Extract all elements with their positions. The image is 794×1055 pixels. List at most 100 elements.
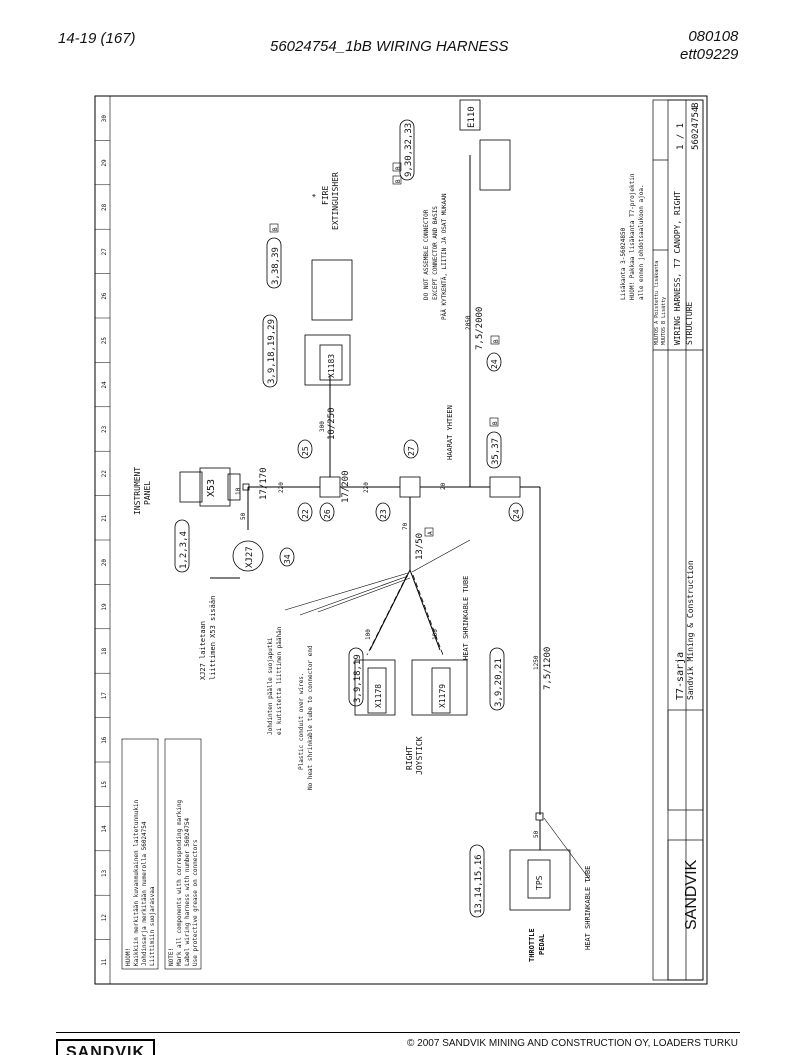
pin-label-fire: 3,38,39 bbox=[271, 247, 281, 285]
instrument-panel-label-2: PANEL bbox=[143, 481, 152, 505]
heat-tube-label-2: HEAT SHRINKABLE TUBE bbox=[584, 866, 592, 950]
wire-7-5-1200: 7,5/1200 bbox=[543, 647, 553, 690]
throttle-pedal-label-1: THROTTLE bbox=[528, 928, 536, 962]
right-joystick-label-1: RIGHT bbox=[405, 746, 414, 770]
wire-10-250: 10/250 bbox=[327, 407, 337, 440]
grid-number: 22 bbox=[101, 470, 108, 478]
footer-copyright: © 2007 SANDVIK MINING AND CONSTRUCTION O… bbox=[407, 1038, 738, 1049]
pin-label-e110: 9,30,32,33 bbox=[404, 123, 414, 177]
header-codes: 080108 ett09229 bbox=[680, 28, 738, 64]
grid-number: 29 bbox=[101, 159, 108, 167]
len-100b: 100 bbox=[432, 629, 439, 640]
ref-24a: 24 bbox=[512, 509, 521, 519]
notes-en-line-2: Label wiring harness with number 5602475… bbox=[184, 818, 191, 966]
pin-label-tps: 13,14,15,16 bbox=[474, 854, 484, 914]
notes-en-title: NOTE! bbox=[168, 948, 175, 966]
ref-23: 23 bbox=[379, 509, 388, 519]
page-title: 56024754_1bB WIRING HARNESS bbox=[270, 38, 509, 55]
rev-row-a: MUUTOS A Poistettu lisäkanta bbox=[654, 261, 660, 345]
grid-number: 26 bbox=[101, 292, 108, 300]
len-50a: 50 bbox=[240, 512, 247, 520]
ref-34: 34 bbox=[283, 554, 292, 564]
wires bbox=[210, 155, 541, 850]
len-300: 300 bbox=[319, 421, 326, 432]
drawing-rev: B bbox=[691, 103, 701, 108]
grid-number: 17 bbox=[101, 692, 108, 700]
title-series: T7-sarja bbox=[675, 652, 686, 700]
ref-22: 22 bbox=[301, 509, 310, 519]
connector-x1179 bbox=[411, 659, 468, 716]
ref-circles bbox=[279, 352, 524, 567]
mark-b5: B bbox=[492, 421, 499, 425]
grid-number: 23 bbox=[101, 425, 108, 433]
mark-b3: B bbox=[395, 166, 402, 170]
square-marks bbox=[269, 162, 500, 537]
conduit-en-2: No heat shrinkable tube to connector end bbox=[307, 645, 314, 790]
grid-number: 24 bbox=[101, 381, 108, 389]
connector-tps bbox=[509, 812, 571, 911]
x1179-label: X1179 bbox=[438, 684, 447, 708]
grid-number: 15 bbox=[101, 781, 108, 789]
grid-number: 16 bbox=[101, 736, 108, 744]
grid-number: 14 bbox=[101, 825, 108, 833]
rev-row-b: MUUTOS B Lisätty bbox=[661, 297, 667, 345]
x53-label: X53 bbox=[206, 479, 217, 497]
fire-extinguisher-label-2: FIRE bbox=[321, 186, 330, 205]
ref-26: 26 bbox=[323, 509, 332, 519]
right-joystick-label-2: JOYSTICK bbox=[415, 736, 424, 775]
grid-number: 30 bbox=[101, 115, 108, 123]
grid-number: 18 bbox=[101, 647, 108, 655]
connector-x1183 bbox=[304, 259, 353, 386]
title-company: Sandvik Mining & Construction bbox=[686, 560, 695, 700]
notes-fi-line-1: Kaikkiin merkitään kuvanmukainen laitetu… bbox=[133, 799, 140, 966]
haarat-label: HAARAT YHTEEN bbox=[446, 405, 454, 460]
notes-fi-title: HUOM! bbox=[125, 948, 132, 966]
conduit-en-1: Plastic conduit over wires. bbox=[298, 672, 305, 770]
xj27-note-2: liittimen X53 sisään bbox=[209, 596, 217, 680]
do-not-assemble-3: PÄÄ KYTKENTÄ, LIITIN JA OSAT MUKAAN bbox=[441, 193, 448, 320]
xj27-label: XJ27 bbox=[245, 546, 255, 568]
grid-number: 20 bbox=[101, 559, 108, 567]
len-100a: 100 bbox=[365, 629, 372, 640]
drawing-number: 56024754 bbox=[691, 107, 701, 150]
extra-note-3: alle ennen johdotsaalukoon ajoa. bbox=[638, 184, 645, 300]
page-reference: 14-19 (167) bbox=[58, 30, 136, 47]
do-not-assemble-2: EXCEPT CONNECTOR AND BASIS bbox=[432, 206, 439, 300]
len-70: 70 bbox=[402, 522, 409, 530]
pin-label-x1179: 3,9,20,21 bbox=[494, 658, 504, 707]
extra-note-2: HUOM! Pakkaa lisäkanta T7-projektin bbox=[629, 173, 636, 300]
notes-fi-line-3: Liittimiin suojarasvaa bbox=[149, 886, 156, 966]
wire-7-5-2000: 7,5/2000 bbox=[475, 307, 485, 350]
title-logo: SANDVIK bbox=[683, 859, 700, 930]
heat-tube-label-1: HEAT SHRINKABLE TUBE bbox=[462, 576, 470, 660]
doc-code: ett09229 bbox=[680, 46, 739, 63]
grid-number: 19 bbox=[101, 603, 108, 611]
grid-number: 25 bbox=[101, 337, 108, 345]
wire-17-170: 17/170 bbox=[259, 467, 269, 500]
len-10: 10 bbox=[235, 487, 242, 495]
mark-b2: B bbox=[395, 179, 402, 183]
xj27-note-1: XJ27 laitetaan bbox=[199, 621, 207, 680]
drawing-title: WIRING HARNESS, T7 CANOPY, RIGHT bbox=[673, 191, 682, 345]
connector-x1178 bbox=[354, 659, 396, 716]
tps-label: TPS bbox=[535, 875, 544, 890]
len-50b: 50 bbox=[533, 830, 540, 838]
wire-13-50: 13/50 bbox=[415, 533, 425, 560]
wire-17-200: 17/200 bbox=[341, 470, 351, 503]
footer-rule bbox=[56, 1032, 740, 1053]
footer-logo: SANDVIK bbox=[56, 1039, 156, 1055]
instrument-panel-label-1: INSTRUMENT bbox=[133, 467, 142, 515]
pin-label-x1183: 3,9,18,19,29 bbox=[267, 319, 277, 384]
x1183-label: X1183 bbox=[327, 354, 336, 378]
date-code: 080108 bbox=[688, 28, 739, 45]
notes-en-line-3: Use protective grease on connectors bbox=[192, 839, 199, 966]
mark-b1: B bbox=[272, 227, 279, 231]
notes-box bbox=[121, 738, 202, 970]
ref-24b: 24 bbox=[490, 359, 499, 369]
mark-b4: B bbox=[493, 339, 500, 343]
grid-number: 27 bbox=[101, 248, 108, 256]
pin-label-x1178: 3,9,18,19 bbox=[353, 654, 363, 703]
e110-label: E110 bbox=[467, 106, 477, 128]
